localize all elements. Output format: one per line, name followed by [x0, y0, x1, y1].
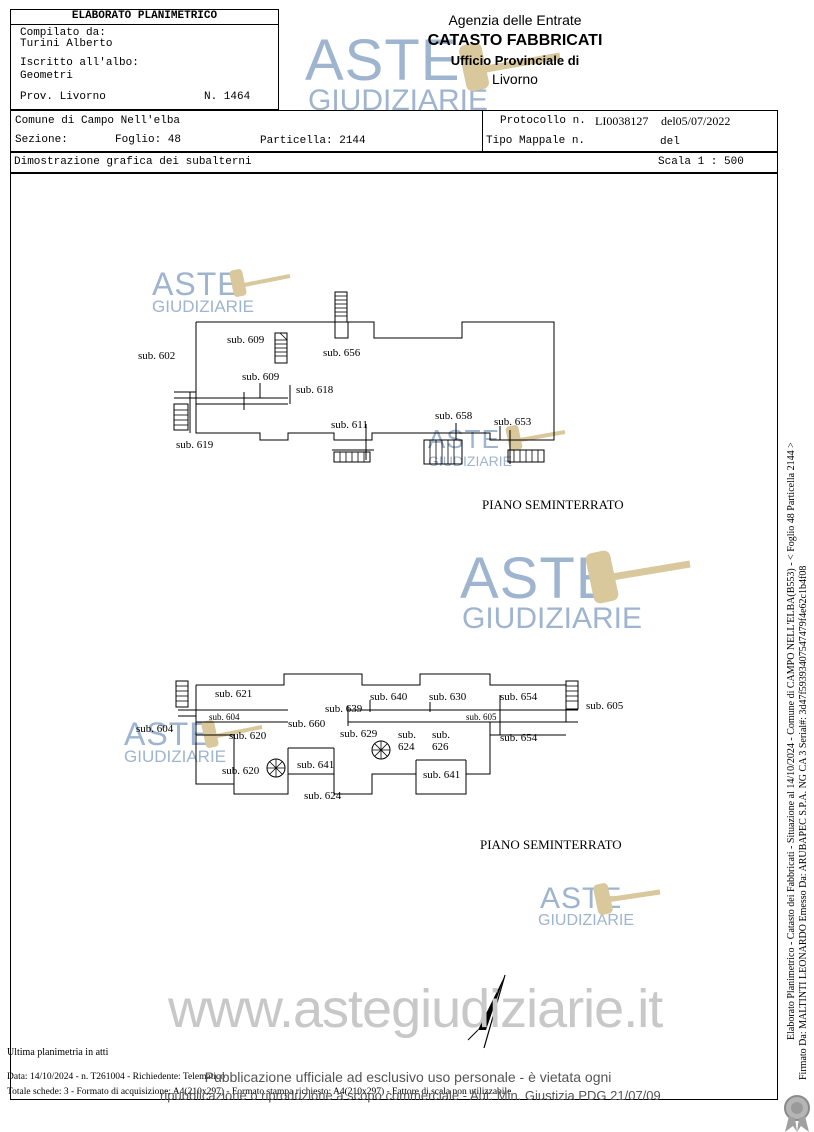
seal-icon — [784, 1095, 810, 1132]
sub-label: sub. 653 — [494, 416, 532, 428]
sub-label: sub. 654 — [500, 732, 538, 744]
sub-label: sub. 641 — [423, 769, 461, 781]
compiled-label: Compilato da: — [20, 27, 106, 39]
ultima-planimetria: Ultima planimetria in atti — [7, 1047, 109, 1058]
compiled-name: Turini Alberto — [20, 38, 113, 50]
registered-value: Geometri — [20, 70, 73, 82]
sub-label: sub. 640 — [370, 691, 408, 703]
website-watermark: www.astegiudiziarie.it — [168, 979, 663, 1039]
protocollo-value: LI0038127 — [595, 114, 649, 128]
plan2-title: PIANO SEMINTERRATO — [480, 837, 622, 852]
sub-label: sub. 604 — [209, 712, 240, 722]
agency-name: Agenzia delle Entrate — [448, 12, 582, 28]
particella: Particella: 2144 — [260, 135, 366, 147]
location-box — [10, 110, 778, 152]
notice-line2: ripubblicazione o riproduzione a scopo c… — [160, 1088, 661, 1103]
sub-label: sub. 609 — [242, 371, 280, 383]
sub-label: sub. 605 — [586, 700, 624, 712]
sub-label: sub. 624 — [304, 790, 342, 802]
protocollo-date: del05/07/2022 — [661, 114, 731, 128]
registered-label: Iscritto all'albo: — [20, 57, 139, 69]
plan1-title: PIANO SEMINTERRATO — [482, 497, 624, 512]
dimostrazione-box — [10, 152, 778, 173]
registration-number: N. 1464 — [204, 91, 251, 103]
sub-label: sub. 620 — [229, 730, 267, 742]
document-title: ELABORATO PLANIMETRICO — [71, 10, 218, 22]
ufficio-label: Ufficio Provinciale di — [450, 53, 580, 68]
north-arrow-icon — [467, 974, 506, 1049]
sub-label: sub. 639 — [325, 703, 363, 715]
sub-label: sub. 619 — [176, 439, 214, 451]
side-info: Elaborato Planimetrico - Catasto dei Fab… — [786, 442, 797, 1040]
tipo-mappale: Tipo Mappale n. — [486, 135, 586, 147]
sub-label: sub. 605 — [466, 712, 497, 722]
sub-label: sub. 660 — [288, 718, 326, 730]
protocollo-label: Protocollo n. — [500, 115, 586, 127]
notice-line1: Pubblicazione ufficiale ad esclusivo uso… — [204, 1069, 612, 1085]
data-line: Data: 14/10/2024 - n. T261004 - Richiede… — [7, 1072, 225, 1082]
dimostrazione-label: Dimostrazione grafica dei subalterni — [14, 156, 252, 168]
sub-label: sub. 609 — [227, 334, 265, 346]
sub-label: sub. 630 — [429, 691, 467, 703]
ufficio-city: Livorno — [492, 71, 538, 87]
sub-label: sub. 624 — [398, 729, 417, 753]
province: Prov. Livorno — [20, 91, 106, 103]
tipo-del: del — [660, 136, 680, 148]
sub-label: sub. 654 — [500, 691, 538, 703]
comune: Comune di Campo Nell'elba — [15, 115, 181, 127]
sub-label: sub. 621 — [215, 688, 253, 700]
sub-label: sub. 618 — [296, 384, 334, 396]
sub-label: sub. 656 — [323, 347, 361, 359]
sub-label: sub. 602 — [138, 350, 176, 362]
drawing-area — [10, 173, 778, 1100]
scale: Scala 1 : 500 — [658, 156, 744, 168]
sub-label: sub. 611 — [331, 419, 368, 431]
catasto-title: CATASTO FABBRICATI — [427, 32, 603, 49]
sub-label: sub. 604 — [136, 723, 174, 735]
sub-label: sub. 658 — [435, 410, 473, 422]
compiler-box — [10, 9, 279, 110]
sezione: Sezione: — [15, 134, 68, 146]
side-signature: Firmato Da: MALTINTI LEONARDO Emesso Da:… — [798, 565, 809, 1080]
sub-label: sub. 626 — [432, 729, 451, 753]
sub-label: sub. 641 — [297, 759, 335, 771]
sub-label: sub. 620 — [222, 765, 260, 777]
foglio: Foglio: 48 — [115, 134, 182, 146]
totale-line: Totale schede: 3 - Formato di acquisizio… — [7, 1087, 512, 1097]
sub-label: sub. 629 — [340, 728, 378, 740]
